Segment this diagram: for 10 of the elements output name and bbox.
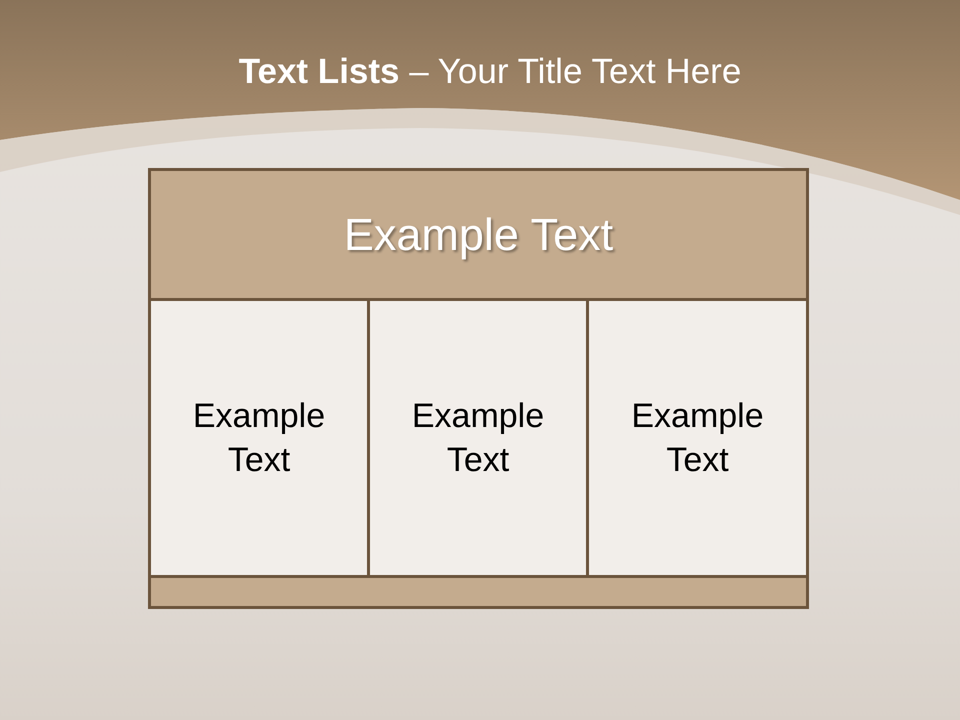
footer-bar	[148, 578, 809, 609]
panel-text: Example Text	[630, 396, 765, 481]
text-panel	[148, 301, 370, 578]
heading-text: Example Text	[344, 208, 614, 260]
slide-title: Text Lists – Your Title Text Here	[238, 52, 742, 92]
panel-text: Example Text	[410, 396, 546, 481]
text-panel	[589, 301, 809, 578]
header-band	[148, 168, 809, 301]
panel-text: Example Text	[192, 396, 326, 481]
text-panel	[370, 301, 589, 578]
